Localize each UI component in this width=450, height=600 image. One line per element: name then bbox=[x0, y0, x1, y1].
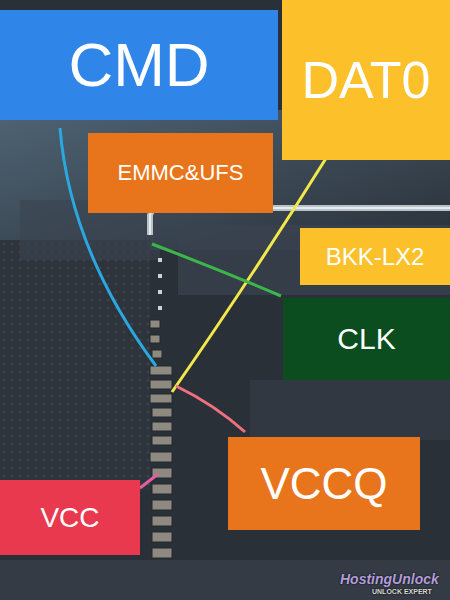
signal-box: VCCQ bbox=[228, 437, 420, 530]
signal-name: CLK bbox=[337, 324, 395, 354]
model-box: BKK-LX2 bbox=[300, 228, 450, 285]
signal-box: DAT0 bbox=[282, 0, 450, 160]
signal-name: VCCQ bbox=[260, 462, 387, 506]
chip-box: EMMC&UFS bbox=[88, 133, 273, 213]
signal-name: EMMC&UFS bbox=[118, 162, 244, 184]
signal-box: CMD bbox=[0, 10, 278, 120]
signal-name: DAT0 bbox=[301, 54, 430, 106]
watermark: HostingUnlock bbox=[340, 572, 439, 586]
watermark: UNLOCK EXPERT bbox=[372, 588, 432, 595]
signal-name: CMD bbox=[68, 34, 209, 96]
signal-name: BKK-LX2 bbox=[326, 245, 425, 269]
signal-name: VCC bbox=[40, 504, 99, 532]
signal-box: CLK bbox=[283, 298, 450, 380]
signal-box: VCC bbox=[0, 480, 140, 555]
